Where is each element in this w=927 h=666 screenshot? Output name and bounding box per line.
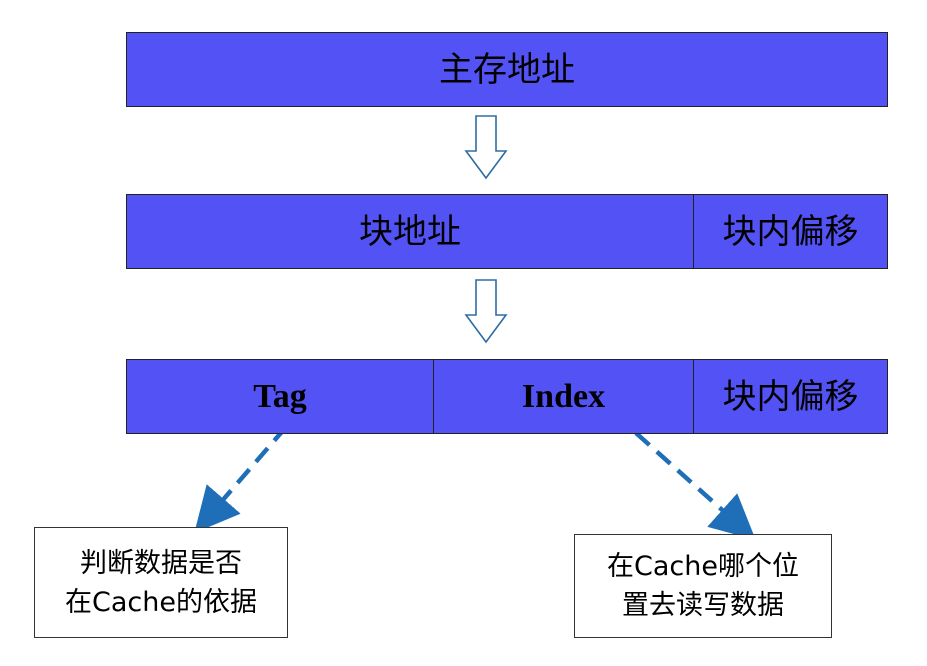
index-label: Index — [521, 377, 606, 415]
main-memory-address-cell: 主存地址 — [126, 32, 888, 107]
index-dashed-arrow — [634, 431, 756, 540]
hollow-down-arrow-1 — [464, 115, 508, 180]
tag-dashed-arrow — [194, 425, 288, 534]
tag-cell: Tag — [126, 359, 434, 434]
tag-note-line1: 判断数据是否 — [80, 547, 242, 579]
index-note-line2: 置去读写数据 — [622, 590, 784, 621]
tag-explanation-note: 判断数据是否 在Cache的依据 — [34, 527, 288, 638]
tag-note-line2: 在Cache的依据 — [65, 586, 257, 618]
block-offset-cell-row3: 块内偏移 — [693, 359, 888, 434]
block-address-cell: 块地址 — [126, 194, 694, 269]
block-offset-cell-row2: 块内偏移 — [693, 194, 888, 269]
block-address-label: 块地址 — [359, 211, 461, 252]
index-cell: Index — [433, 359, 694, 434]
index-explanation-note: 在Cache哪个位 置去读写数据 — [574, 534, 832, 638]
index-note-line1: 在Cache哪个位 — [607, 551, 799, 582]
hollow-down-arrow-2 — [464, 279, 508, 344]
block-offset-label-row3: 块内偏移 — [722, 376, 859, 417]
tag-label: Tag — [253, 377, 307, 415]
main-memory-address-label: 主存地址 — [439, 49, 575, 90]
block-offset-label-row2: 块内偏移 — [722, 211, 859, 252]
